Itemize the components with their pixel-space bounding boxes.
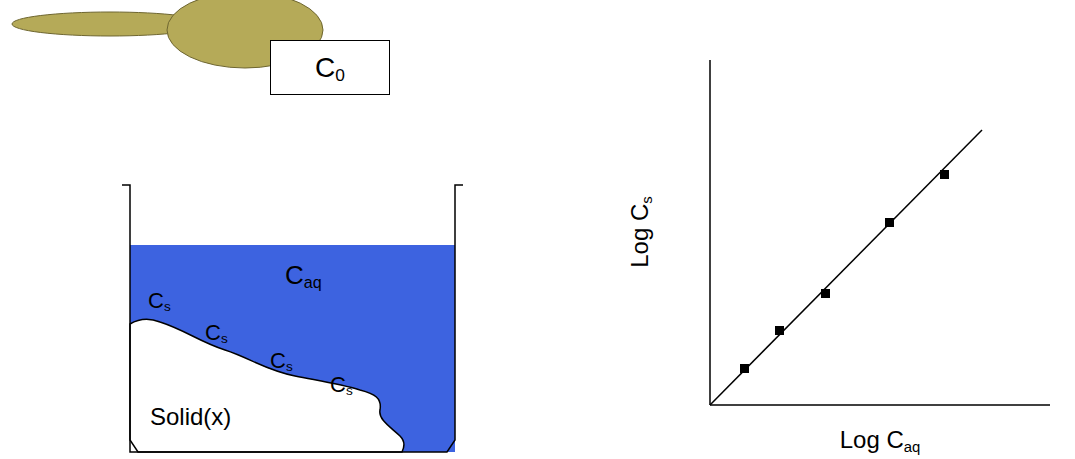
subscript: 0	[335, 65, 345, 85]
regression-line	[710, 130, 982, 405]
beaker	[122, 185, 463, 452]
solid-label: Solid(x)	[150, 405, 231, 429]
box-label: C0	[315, 54, 345, 82]
subscript: s	[639, 196, 655, 203]
surface-concentration: Cs	[270, 350, 293, 372]
subscript: s	[346, 383, 353, 398]
data-point	[885, 218, 894, 227]
surface-concentration: Cs	[148, 290, 171, 312]
subscript: s	[221, 331, 228, 346]
concentration-box: C0	[270, 40, 390, 95]
data-point	[940, 170, 949, 179]
surface-concentration: Cs	[205, 322, 228, 344]
subscript: s	[286, 359, 293, 374]
y-axis-title: Log Cs	[628, 196, 652, 267]
surface-concentration: Cs	[330, 374, 353, 396]
x-axis-title: Log Caq	[840, 428, 921, 452]
water	[130, 245, 455, 452]
y-axis	[709, 60, 711, 405]
solid-phase	[130, 319, 404, 452]
data-point	[740, 364, 749, 373]
subscript: aq	[304, 273, 322, 291]
x-axis	[710, 404, 1050, 406]
subscript: aq	[904, 439, 921, 455]
subscript: s	[164, 299, 171, 314]
data-point	[775, 326, 784, 335]
aqueous-concentration: Caq	[285, 262, 322, 288]
data-points	[740, 170, 949, 373]
data-point	[821, 289, 830, 298]
